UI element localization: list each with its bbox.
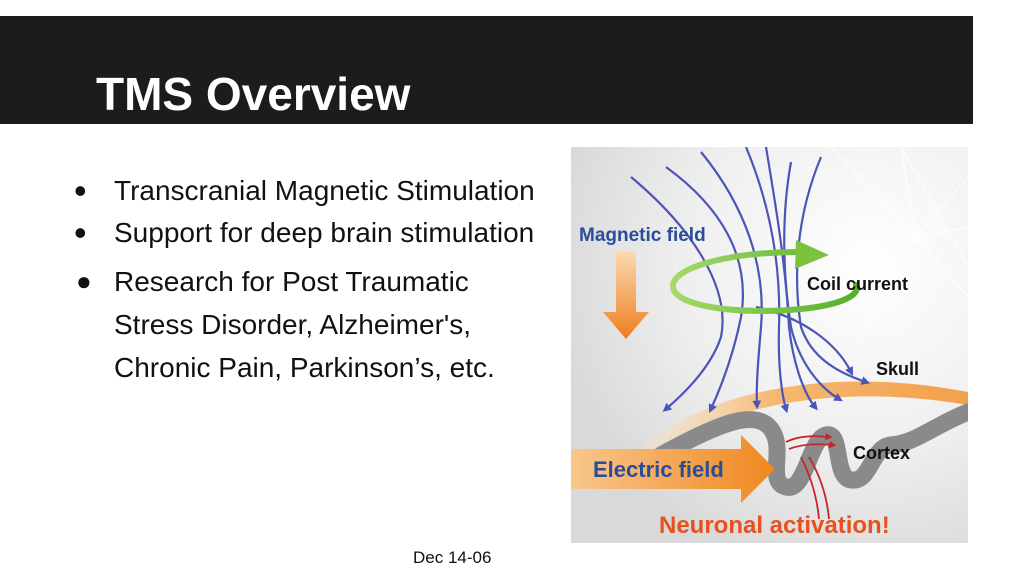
electric-field-arrow-icon: [571, 435, 775, 503]
bullet-text: Support for deep brain stimulation: [114, 217, 535, 248]
coil-current-loop: [670, 249, 860, 314]
cortex-label: Cortex: [853, 443, 910, 463]
network-lines: [830, 147, 968, 338]
magnetic-field-label: Magnetic field: [579, 225, 706, 246]
bullet-dot-icon: •: [74, 212, 87, 253]
bullet-text: Transcranial Magnetic Stimulation: [114, 175, 535, 206]
induced-currents: [785, 433, 837, 520]
bullet-dot-icon: ●: [76, 266, 92, 296]
neuronal-activation-label: Neuronal activation!: [659, 512, 890, 539]
bullet-item: • Transcranial Magnetic Stimulation: [70, 172, 540, 210]
tms-diagram: Magnetic field Coil current Skull Cortex…: [571, 147, 968, 543]
skull-label: Skull: [876, 359, 919, 379]
bullet-dot-icon: •: [74, 170, 87, 211]
magnetic-field-down-arrow-icon: [603, 252, 649, 339]
skull-band: [641, 381, 968, 457]
slide-title: TMS Overview: [96, 68, 411, 120]
bullet-item: ● Research for Post Traumatic Stress Dis…: [70, 260, 540, 389]
magnetic-field-lines: [630, 147, 871, 414]
network-node-icon: [911, 232, 921, 242]
bullet-text: Research for Post Traumatic Stress Disor…: [114, 266, 495, 383]
bullet-list: • Transcranial Magnetic Stimulation • Su…: [70, 172, 540, 389]
coil-current-label: Coil current: [807, 274, 908, 294]
coil-current-arrow-icon: [795, 240, 829, 269]
electric-field-label: Electric field: [593, 457, 724, 482]
title-bar: [0, 16, 973, 124]
footer-date: Dec 14-06: [413, 548, 492, 567]
bullet-item: • Support for deep brain stimulation: [70, 214, 540, 252]
